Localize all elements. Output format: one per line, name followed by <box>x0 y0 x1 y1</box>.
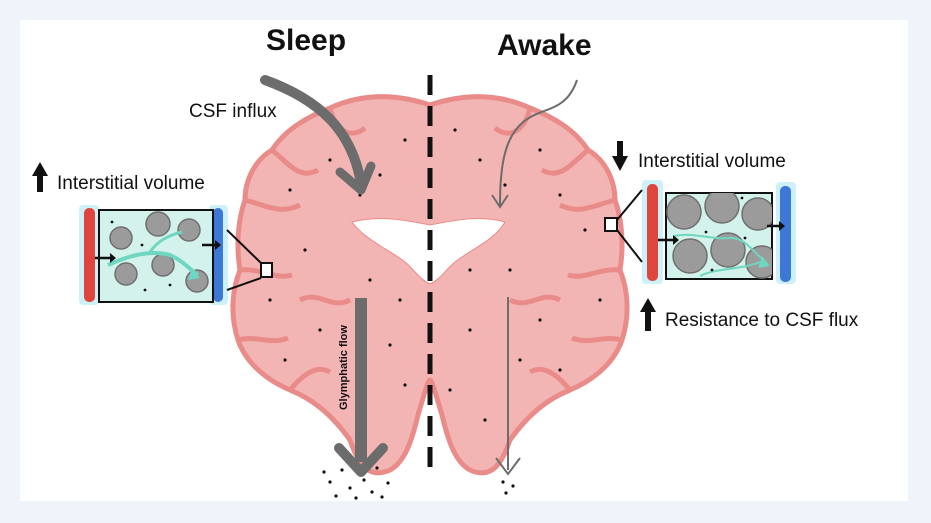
artery-right <box>647 184 658 281</box>
awake-influx-arrow <box>491 79 578 209</box>
glymphatic-flow-label: Glymphatic flow <box>338 325 350 410</box>
sleep-interstitial-zoom <box>79 205 273 305</box>
tissue-dots <box>268 128 602 422</box>
resistance-label: Resistance to CSF flux <box>665 310 859 331</box>
glymphatic-flow-arrow <box>322 298 390 500</box>
awake-title: Awake <box>497 29 592 62</box>
up-arrow-icon <box>32 162 48 192</box>
cells-right <box>666 193 772 279</box>
down-arrow-icon <box>612 141 628 171</box>
csf-influx-arrow <box>260 75 376 195</box>
awake-interstitial-zoom <box>604 180 796 284</box>
ventricle <box>351 218 506 285</box>
awake-flow-arrow <box>495 297 521 495</box>
left-interstitial-volume-label: Interstitial volume <box>57 173 205 194</box>
brain-tissue <box>230 94 630 476</box>
efflux-dots-sleep <box>322 466 390 500</box>
sleep-title: Sleep <box>266 24 347 57</box>
artery-left <box>84 208 95 302</box>
up-arrow-icon <box>640 298 656 331</box>
csf-influx-label: CSF influx <box>189 101 277 122</box>
vein-left <box>213 208 223 302</box>
cells-left <box>109 211 209 293</box>
brain-cross-section <box>230 94 630 476</box>
vein-right <box>780 186 791 282</box>
right-interstitial-volume-label: Interstitial volume <box>638 151 786 172</box>
